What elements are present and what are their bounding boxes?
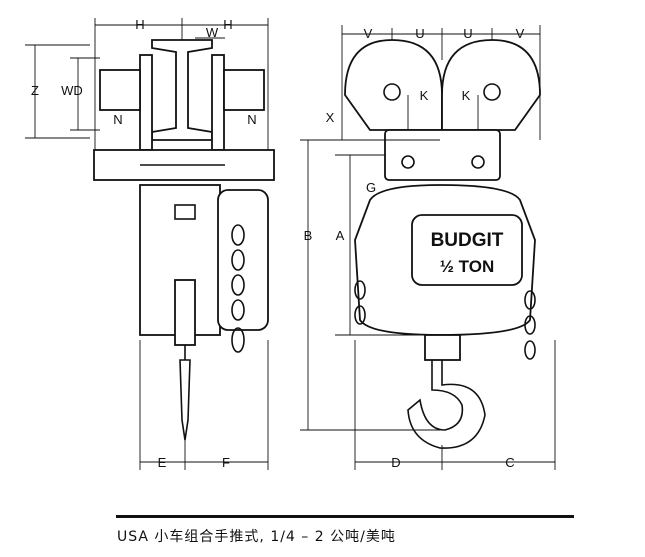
label-k-left: K: [420, 88, 429, 103]
figure-caption: USA 小车组合手推式, 1/4 – 2 公吨/美吨: [117, 529, 396, 545]
label-h-left: H: [135, 17, 144, 32]
front-view: BUDGIT ½ TON V U U V K K X G B A D: [300, 25, 556, 470]
label-wd: WD: [61, 83, 83, 98]
label-e: E: [158, 455, 167, 470]
label-n-right: N: [247, 112, 256, 127]
load-chain: [354, 280, 536, 360]
label-a: A: [336, 228, 345, 243]
nameplate-capacity: ½ TON: [440, 257, 494, 276]
caption-divider: [116, 515, 574, 518]
hand-chain: [231, 224, 245, 353]
label-b: B: [304, 228, 313, 243]
label-d: D: [391, 455, 400, 470]
label-x: X: [326, 110, 335, 125]
label-g: G: [366, 180, 376, 195]
side-view: H H W Z WD N N E F: [25, 17, 275, 470]
label-k-right: K: [462, 88, 471, 103]
label-v-left: V: [364, 26, 373, 41]
label-c: C: [505, 455, 514, 470]
label-h-right: H: [223, 17, 232, 32]
hoist-dimension-diagram: H H W Z WD N N E F BUDGIT ½ TON: [25, 17, 556, 470]
label-n-left: N: [113, 112, 122, 127]
label-w: W: [206, 25, 219, 40]
label-v-right: V: [516, 26, 525, 41]
label-u-right: U: [463, 26, 472, 41]
label-f: F: [222, 455, 230, 470]
nameplate-brand: BUDGIT: [431, 230, 504, 251]
label-z: Z: [31, 83, 39, 98]
label-u-left: U: [415, 26, 424, 41]
